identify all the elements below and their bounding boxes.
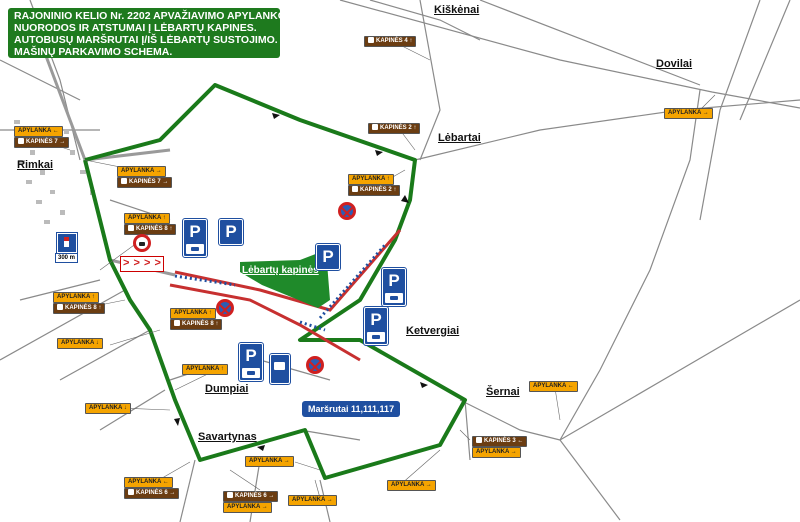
- place-rimkai: Rimkai: [17, 159, 54, 171]
- dead-end-distance: 300 m: [55, 253, 79, 263]
- place-savartynas: Savartynas: [198, 431, 257, 443]
- sign-apylanka-right-6: APYLANKA →: [288, 495, 337, 506]
- title-line-2: NUORODOS IR ATSTUMAI Į LĖBARTŲ KAPINES.: [14, 22, 257, 34]
- place-sernai: Šernai: [486, 386, 520, 398]
- cemetery-icon: [352, 186, 358, 192]
- parking-car-icon: [385, 293, 403, 303]
- no-entry-sign: [133, 234, 151, 252]
- sign-apylanka-right-1: APYLANKA →: [117, 166, 166, 177]
- sign-apylanka-right-5: APYLANKA →: [223, 502, 272, 513]
- car-icon: [139, 242, 145, 246]
- parking-sign-1: P: [182, 218, 208, 258]
- sign-apylanka-left-2: APYLANKA ←: [124, 477, 173, 488]
- sign-apylanka-up-3: APYLANKA ↑: [170, 308, 216, 319]
- sign-kapines-6-b: KAPINĖS 6 →: [223, 491, 279, 502]
- sign-kapines-8-a: KAPINĖS 8 ↑: [124, 224, 177, 235]
- dead-end-sign: [56, 232, 78, 254]
- chevron-board: >>>>: [120, 256, 164, 272]
- cemetery-area: [240, 250, 330, 308]
- detour-route: [83, 83, 467, 480]
- sign-apylanka-down-1: APYLANKA ↓: [57, 338, 103, 349]
- sign-lebartai-kapines-2: KAPINĖS 2 ↑: [348, 185, 401, 196]
- cemetery-icon: [18, 138, 24, 144]
- cemetery-icon: [368, 37, 374, 43]
- parking-lines: [174, 244, 387, 332]
- cemetery-icon: [372, 124, 378, 130]
- parking-sign-4: P: [381, 267, 407, 307]
- cemetery-label: Lėbartų kapinės: [242, 265, 319, 276]
- cemetery-icon: [476, 437, 482, 443]
- parking-car-icon: [186, 244, 204, 254]
- sign-kapines-8-c: KAPINĖS 8 ↑: [170, 319, 223, 330]
- bus-stop-sign: [269, 353, 291, 385]
- direction-arrows: [174, 113, 428, 451]
- sign-apylanka-left-sernai: APYLANKA ←: [529, 381, 578, 392]
- cemetery-icon: [227, 492, 233, 498]
- sign-apylanka-right-2: APYLANKA →: [472, 447, 521, 458]
- cemetery-icon: [57, 304, 63, 310]
- sign-kapines-4: KAPINĖS 4 ↑: [364, 36, 417, 47]
- place-dovilai: Dovilai: [656, 58, 693, 70]
- bus-icon: [274, 362, 285, 370]
- place-dumpiai: Dumpiai: [205, 383, 249, 395]
- sign-lebartai-apylanka: APYLANKA ↑: [348, 174, 394, 185]
- cemetery-icon: [128, 225, 134, 231]
- no-parking-sign-3: [306, 356, 324, 374]
- parking-sign-5: P: [363, 306, 389, 346]
- parking-car-icon: [367, 332, 385, 342]
- sign-rimkai-apylanka: APYLANKA ←: [14, 126, 63, 137]
- place-ketvergiai: Ketvergiai: [406, 325, 460, 337]
- no-parking-sign-2: [216, 299, 234, 317]
- wheelchair-icon: [242, 368, 260, 378]
- cemetery-icon: [128, 489, 134, 495]
- sign-apylanka-up-4: APYLANKA ↑: [182, 364, 228, 375]
- sign-kapines-2-top: KAPINĖS 2 ↑: [368, 123, 421, 134]
- sign-kapines-8-b: KAPINĖS 8 ↑: [53, 303, 106, 314]
- sign-apylanka-right-3: APYLANKA →: [245, 456, 294, 467]
- title-line-1: RAJONINIO KELIO Nr. 2202 APVAŽIAVIMO APY…: [14, 10, 296, 22]
- parking-sign-disabled: P: [238, 342, 264, 382]
- sign-apylanka-up-1: APYLANKA ↑: [124, 213, 170, 224]
- cemetery-road: [169, 229, 402, 362]
- sign-rimkai-kapines-7: KAPINĖS 7 →: [14, 137, 70, 148]
- place-lebartai: Lėbartai: [438, 132, 481, 144]
- cemetery-icon: [121, 178, 127, 184]
- bus-route-label: Maršrutai 11,111,117: [302, 401, 401, 417]
- no-parking-sign-1: [338, 202, 356, 220]
- sign-kapines-7-b: KAPINĖS 7 →: [117, 177, 173, 188]
- sign-apylanka-up-2: APYLANKA ↑: [53, 292, 99, 303]
- parking-sign-2: P: [218, 218, 244, 246]
- sign-kapines-6-a: KAPINĖS 6 →: [124, 488, 180, 499]
- parking-sign-3: P: [315, 243, 341, 271]
- map-title-box: RAJONINIO KELIO Nr. 2202 APVAŽIAVIMO APY…: [8, 8, 296, 58]
- cemetery-icon: [174, 320, 180, 326]
- title-line-3: AUTOBUSŲ MARŠRUTAI Į/IŠ LĖBARTŲ SUSTOJIM…: [14, 34, 278, 46]
- place-kiskenai: Kiškėnai: [434, 4, 480, 16]
- title-line-4: MAŠINŲ PARKAVIMO SCHEMA.: [14, 46, 173, 58]
- sign-apylanka-down-2: APYLANKA ↓: [85, 403, 131, 414]
- sign-kapines-3: KAPINĖS 3 ←: [472, 436, 528, 447]
- sign-apylanka-dovilai: APYLANKA →: [664, 108, 713, 119]
- sign-apylanka-right-4: APYLANKA →: [387, 480, 436, 491]
